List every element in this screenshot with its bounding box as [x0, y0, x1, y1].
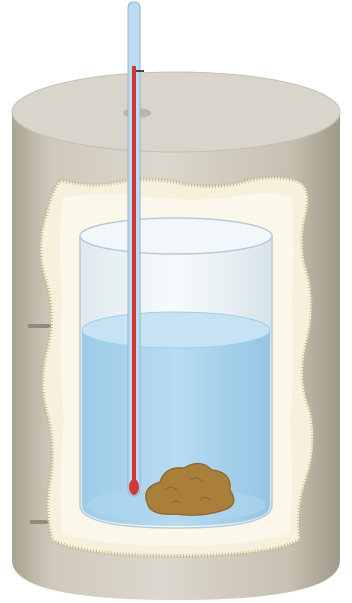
- beaker-rim: [80, 218, 272, 254]
- container-lid: [12, 72, 340, 152]
- thermometer-liquid-column: [132, 66, 136, 486]
- water-surface: [82, 312, 270, 348]
- thermometer-mark: [136, 70, 144, 72]
- thermometer-bulb: [129, 479, 139, 495]
